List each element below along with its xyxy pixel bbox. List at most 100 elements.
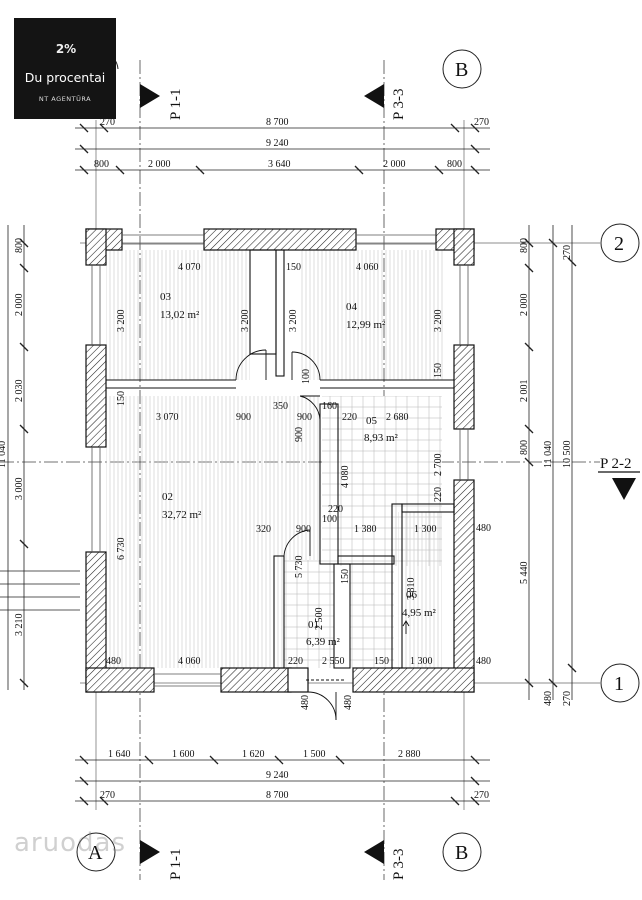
logo-brand-name: Du procentai (24, 70, 106, 85)
dim-left-3210: 3 210 (14, 614, 25, 637)
dim-bot-1500: 1 500 (303, 749, 326, 760)
dim-inner-220-d: 220 (288, 656, 303, 667)
section-p22: P 2-2 (600, 456, 632, 472)
dim-top-270-left: 270 (100, 117, 115, 128)
dim-right-10500: 10 500 (562, 441, 573, 469)
dim-inner-3070: 3 070 (156, 412, 179, 423)
dim-top-270-right: 270 (474, 117, 489, 128)
dim-inner-2550: 2 550 (322, 656, 345, 667)
dim-inner-1380: 1 380 (354, 524, 377, 535)
dim-inner-900-b: 900 (297, 412, 312, 423)
section-p11-bottom: P 1-1 (168, 848, 184, 880)
dim-inner-4060-top: 4 060 (356, 262, 379, 273)
axis-bubbles (76, 49, 640, 872)
dim-inner-150-right: 150 (433, 363, 444, 378)
dim-inner-160: 160 (322, 401, 337, 412)
dim-inner-100: 100 (301, 369, 312, 384)
dim-top-9240: 9 240 (266, 138, 289, 149)
dim-right-5440: 5 440 (519, 562, 530, 585)
dim-inner-900-v: 900 (294, 427, 305, 442)
dim-top-3640: 3 640 (268, 159, 291, 170)
agency-logo: 2% Du procentai NT AGENTŪRA (14, 18, 116, 119)
room-02-area: 32,72 m² (162, 509, 202, 521)
left-dimension-text: 800 2 000 2 030 3 000 3 210 11 040 (0, 238, 25, 636)
dim-inner-6730: 6 730 (116, 538, 127, 561)
dim-bot-270-right: 270 (474, 790, 489, 801)
dim-left-800: 800 (14, 238, 25, 253)
dim-inner-480-b: 480 (476, 656, 491, 667)
dim-left-2000: 2 000 (14, 294, 25, 317)
axis-b-bottom-label: B (455, 842, 468, 864)
dim-inner-480-d: 480 (300, 695, 311, 710)
dim-inner-4060-bot: 4 060 (178, 656, 201, 667)
dim-inner-900-a: 900 (236, 412, 251, 423)
dim-right-480: 480 (543, 691, 554, 706)
bottom-dimension-lines (75, 755, 490, 806)
dim-inner-150-v: 150 (340, 569, 351, 584)
dim-inner-220-c: 220 (328, 504, 343, 515)
dim-bot-2880: 2 880 (398, 749, 421, 760)
dim-inner-150-bot: 150 (374, 656, 389, 667)
dim-right-11040: 11 040 (543, 441, 554, 468)
room-06-area: 4,95 m² (402, 607, 437, 619)
dim-right-800-mid: 800 (519, 440, 530, 455)
inner-dimension-text: 4 070 150 4 060 3 200 3 200 3 200 3 200 … (106, 262, 491, 710)
dim-bot-8700: 8 700 (266, 790, 289, 801)
dim-right-270-bot: 270 (562, 691, 573, 706)
dim-inner-2500: 2 500 (314, 608, 325, 631)
dim-inner-320: 320 (256, 524, 271, 535)
doors (235, 349, 346, 721)
dim-inner-480-a: 480 (106, 656, 121, 667)
dim-inner-2680: 2 680 (386, 412, 409, 423)
dim-inner-4070: 4 070 (178, 262, 201, 273)
room-04-area: 12,99 m² (346, 319, 386, 331)
dim-inner-3200-d: 3 200 (433, 310, 444, 333)
axis-a-label: A (88, 842, 103, 864)
dim-left-11040: 11 040 (0, 441, 8, 468)
dim-bot-9240: 9 240 (266, 770, 289, 781)
left-dimension-lines (0, 225, 80, 690)
room-floors (106, 250, 444, 668)
room-01-area: 6,39 m² (306, 636, 341, 648)
axis-b-top-label: B (455, 59, 468, 81)
dim-inner-3200-a: 3 200 (116, 310, 127, 333)
dim-inner-1300-a: 1 300 (414, 524, 437, 535)
dim-top-2000-left: 2 000 (148, 159, 171, 170)
dim-left-3000: 3 000 (14, 478, 25, 501)
dim-inner-480-e: 480 (343, 695, 354, 710)
axis-1-label: 1 (614, 673, 624, 695)
dim-top-2000-right: 2 000 (383, 159, 406, 170)
dim-inner-150-left: 150 (116, 391, 127, 406)
dim-right-2001: 2 001 (519, 380, 530, 403)
dim-inner-900-c: 900 (296, 524, 311, 535)
dim-inner-350: 350 (273, 401, 288, 412)
dim-inner-1300-b: 1 300 (410, 656, 433, 667)
top-dimension-text: 270 8 700 270 9 240 800 2 000 3 640 2 00… (94, 117, 489, 170)
room-labels: 03 13,02 m² 04 12,99 m² 05 8,93 m² 02 32… (160, 291, 437, 648)
dim-inner-5730: 5 730 (294, 556, 305, 579)
bottom-dimension-text: 1 640 1 600 1 620 1 500 2 880 9 240 270 … (100, 749, 489, 801)
room-01-number: 01 (308, 619, 319, 631)
room-05-area: 8,93 m² (364, 432, 399, 444)
dim-inner-100-b: 100 (322, 514, 337, 525)
dim-top-800-left: 800 (94, 159, 109, 170)
stair-arrow (402, 620, 410, 634)
window-openings (91, 234, 469, 687)
dim-left-2030: 2 030 (14, 380, 25, 403)
watermark-text: aruodas (14, 828, 126, 858)
room-05-number: 05 (366, 415, 378, 427)
right-dimension-lines (524, 225, 577, 700)
section-p33-top: P 3-3 (391, 88, 407, 120)
outer-walls (85, 228, 475, 693)
room-02-number: 02 (162, 491, 173, 503)
top-dimension-lines (75, 123, 490, 175)
section-p33-bottom: P 3-3 (391, 848, 407, 880)
dim-right-2000: 2 000 (519, 294, 530, 317)
room-04-number: 04 (346, 301, 358, 313)
right-dimension-text: 800 270 2 000 2 001 800 5 440 11 040 10 … (519, 238, 573, 706)
section-markers (140, 84, 640, 864)
dim-right-800: 800 (519, 238, 530, 253)
section-p11-top: P 1-1 (168, 88, 184, 120)
dim-bot-1620: 1 620 (242, 749, 265, 760)
